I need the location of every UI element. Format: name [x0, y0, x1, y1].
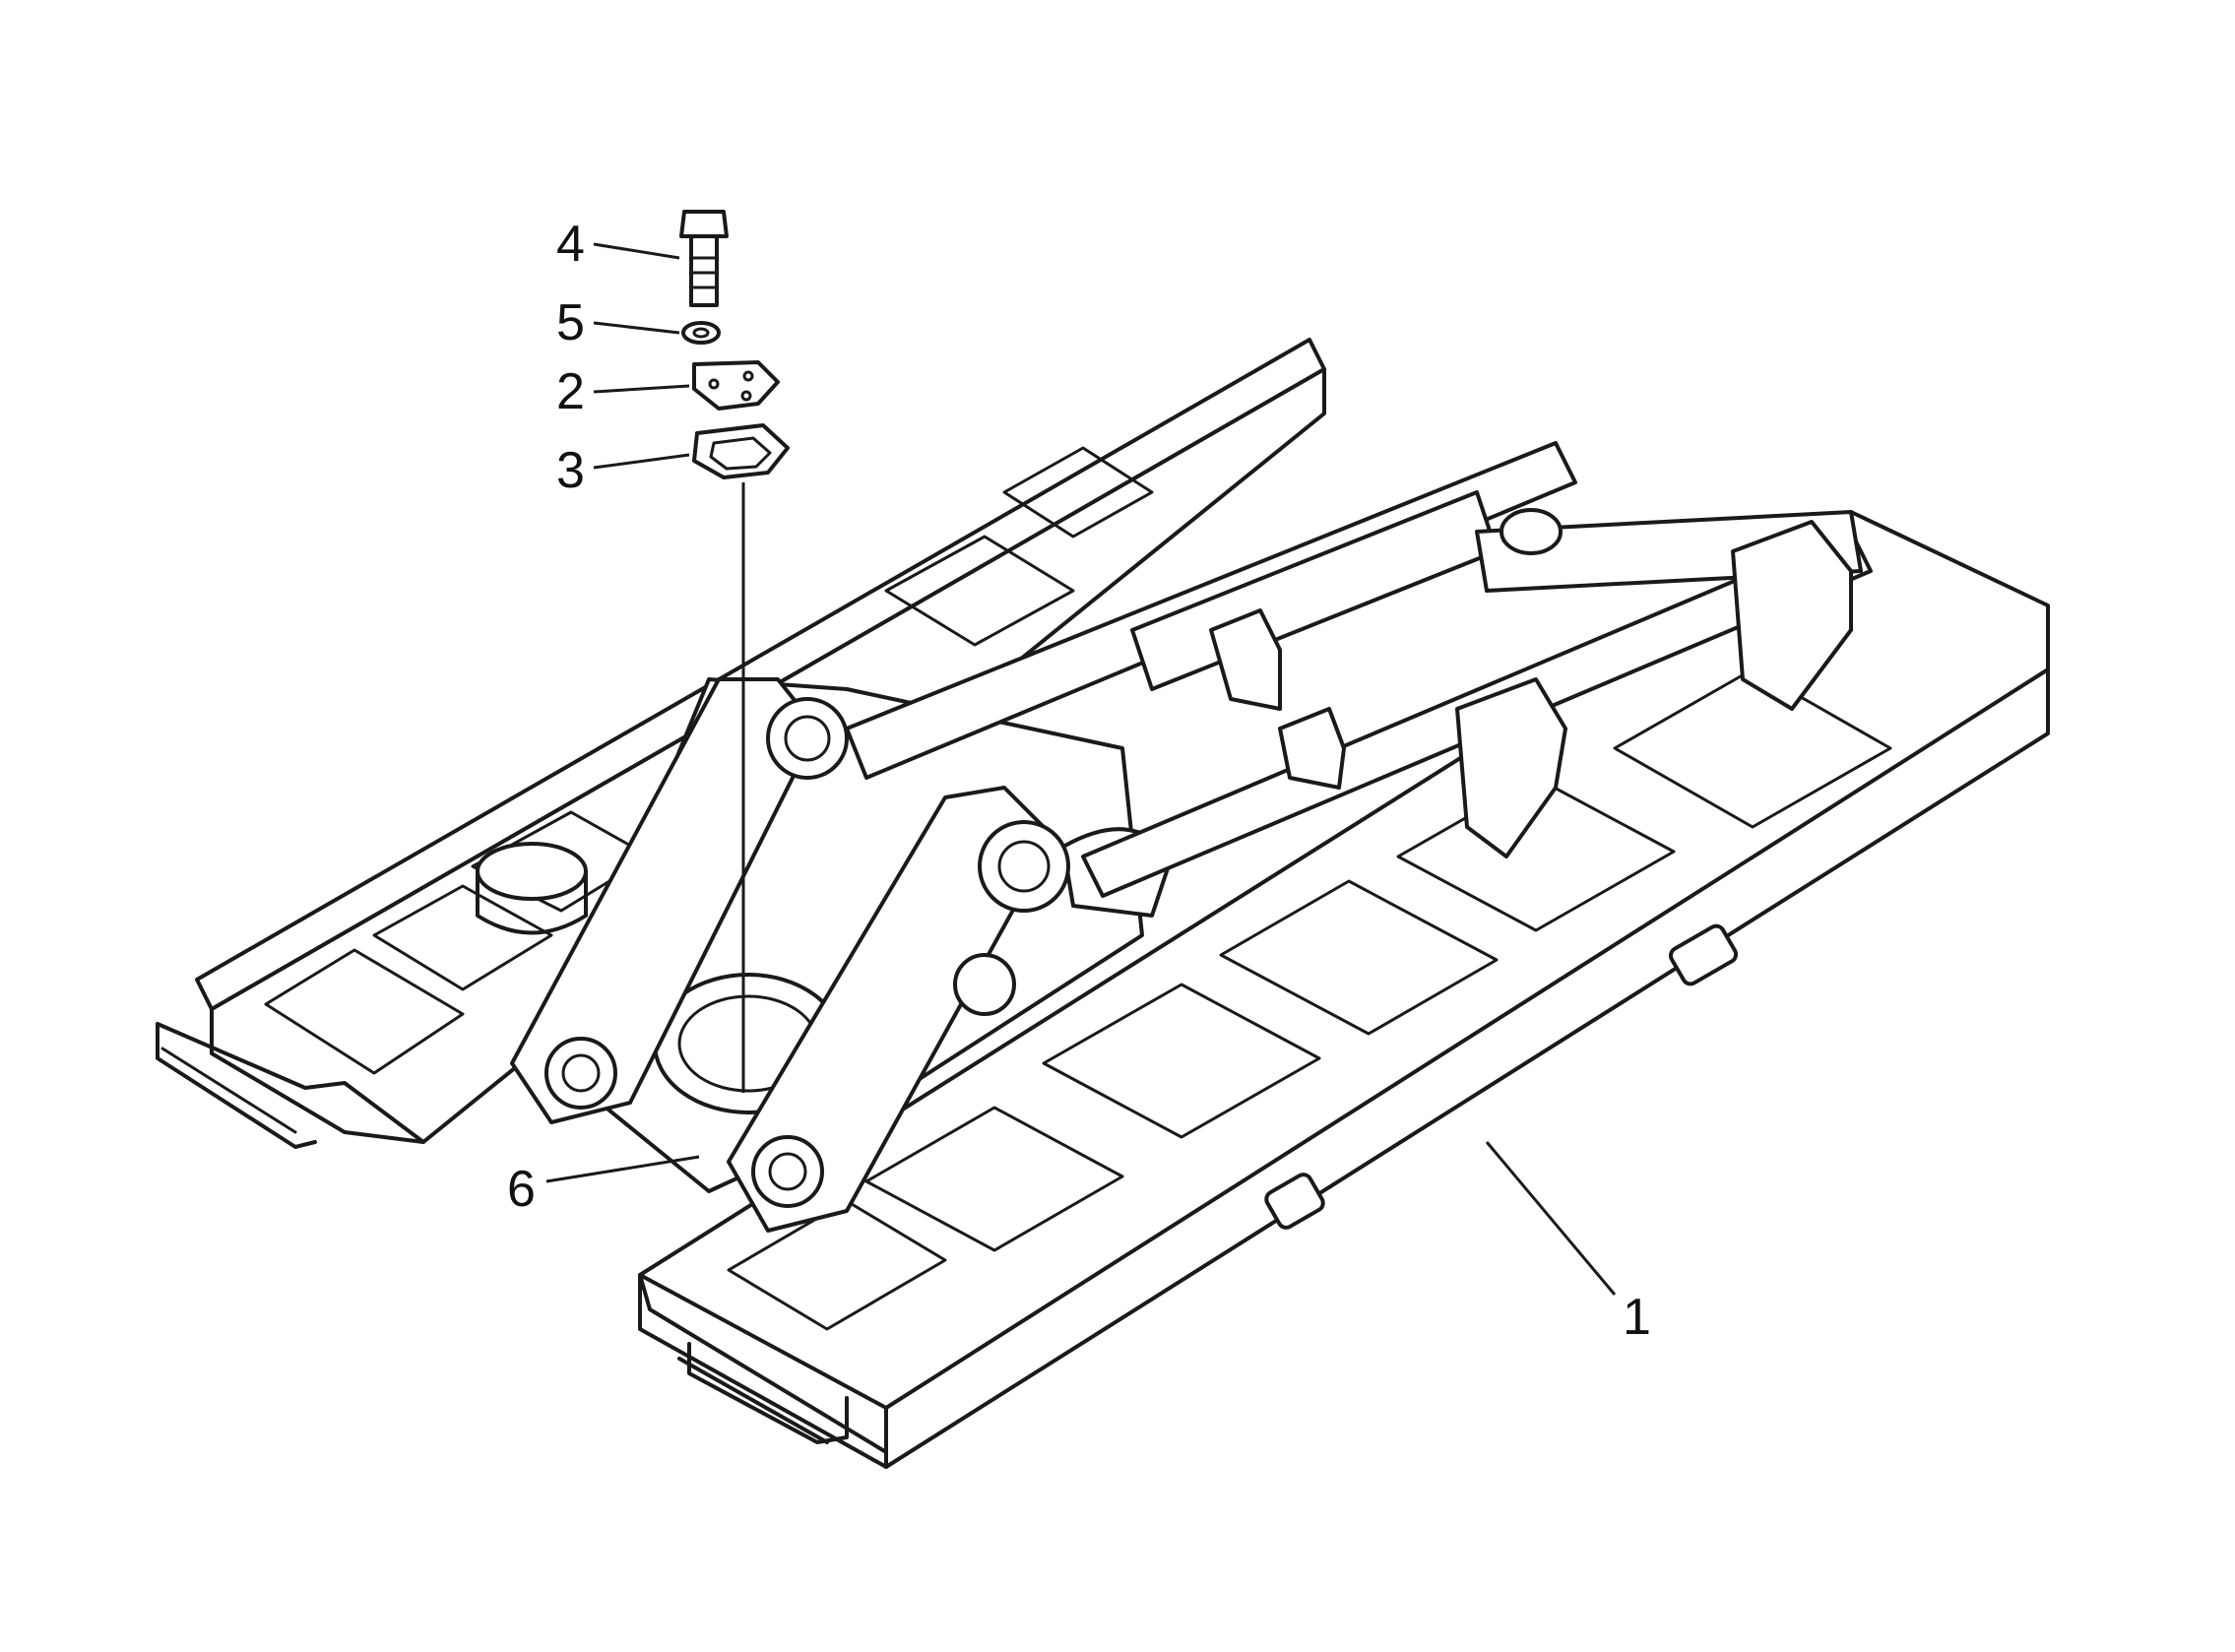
bolt-part [679, 210, 729, 307]
callout-labels: 4 5 2 3 6 1 [507, 216, 1651, 1346]
plate-part [692, 360, 780, 411]
callout-3: 3 [556, 442, 585, 499]
callout-2: 2 [556, 363, 585, 420]
callout-6: 6 [507, 1161, 536, 1218]
callout-4: 4 [556, 216, 585, 273]
callout-1: 1 [1623, 1289, 1651, 1346]
leader-lines [545, 242, 1617, 1296]
washer-part [681, 321, 721, 345]
equalizer-arms [845, 441, 1873, 898]
callout-5: 5 [556, 294, 585, 351]
frame-assembly [156, 338, 2050, 1469]
pin-boss [953, 953, 1016, 1016]
hardware-stack [679, 210, 790, 1093]
right-rail [638, 510, 2050, 1469]
shim-part [692, 423, 790, 479]
pivot-links [510, 677, 1070, 1233]
